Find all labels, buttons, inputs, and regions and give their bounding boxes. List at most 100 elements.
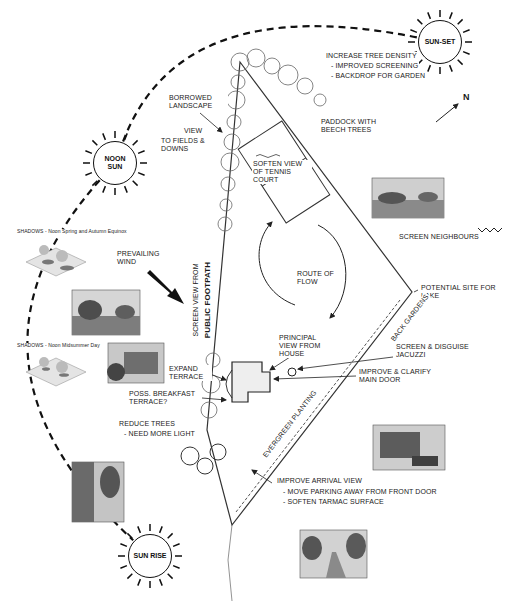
- leader-line: [200, 113, 222, 132]
- photo: [373, 425, 445, 470]
- annotation-label: SCREEN & DISGUISE JACUZZI: [395, 343, 472, 359]
- tennis-court: [238, 121, 330, 223]
- shadow: [60, 266, 74, 271]
- shadow-tree: [39, 245, 49, 255]
- annotation-label: PREVAILING WIND: [116, 250, 170, 266]
- shadow-sketch: [26, 357, 86, 386]
- sun-label: SUN-SET: [422, 38, 458, 46]
- shadow: [42, 367, 50, 371]
- annotation-label: BORROWED LANDSCAPE: [168, 94, 228, 110]
- annotation-label: POTENTIAL SITE FOR LAKE: [420, 284, 514, 300]
- photo-frame: [72, 462, 124, 522]
- tree: [221, 177, 235, 191]
- photo-ground: [72, 316, 140, 335]
- annotation-label: PADDOCK WITH BEECH TREES: [320, 118, 384, 134]
- tree: [247, 49, 265, 67]
- leader-line: [270, 357, 290, 370]
- sun-rays: [118, 524, 182, 588]
- tree: [201, 402, 217, 418]
- photo-ground: [372, 200, 444, 218]
- photo-house: [380, 432, 420, 458]
- photo-frame: [72, 290, 140, 335]
- driveway: [228, 525, 232, 601]
- annotation-label: - IMPROVED SCREENING: [330, 62, 419, 70]
- tree: [264, 58, 280, 74]
- soften-wave: [256, 155, 280, 158]
- tree: [210, 444, 226, 460]
- annotation-label: - BACKDROP FOR GARDEN: [330, 72, 426, 80]
- screen-zigzag: [478, 228, 502, 232]
- tree: [220, 199, 232, 211]
- tree: [231, 53, 249, 71]
- photo: [72, 290, 140, 335]
- tree: [181, 447, 199, 465]
- shadow-sketch: [26, 245, 86, 276]
- annotation-label: TO FIELDS & DOWNS: [160, 137, 214, 153]
- photo-trees: [107, 363, 125, 381]
- tree: [221, 153, 239, 171]
- photo-trees: [302, 536, 322, 560]
- shadow: [42, 260, 54, 265]
- photo-frame: [373, 425, 445, 470]
- sun-label: NOON SUN: [97, 155, 133, 170]
- photo-trees: [378, 192, 406, 204]
- sun-rays: [83, 131, 147, 195]
- annotation-label: SCREEN NEIGHBOURS: [398, 233, 480, 241]
- annotation-label: IMPROVE & CLARIFY MAIN DOOR: [358, 368, 438, 384]
- annotation-label: SHADOWS - Noon Midsummer Day: [16, 343, 101, 349]
- wind-arrow: [147, 270, 184, 304]
- annotation-label: BACK GARDENS: [389, 292, 431, 343]
- annotation-label: INCREASE TREE DENSITY: [325, 52, 418, 60]
- annotation-label: SCREEN VIEW FROM: [192, 262, 200, 337]
- leader-line: [252, 470, 272, 483]
- court-outline: [238, 121, 330, 223]
- photo-trees: [418, 192, 438, 202]
- tree: [278, 65, 298, 85]
- shadow-tree: [56, 250, 68, 262]
- annotation-label: PUBLIC FOOTPATH: [203, 261, 212, 339]
- terrace: [226, 370, 232, 398]
- sun-label: SUN RISE: [132, 552, 168, 560]
- annotation-label: SHADOWS - Noon Spring and Autumn Equinox: [16, 229, 138, 235]
- tree: [297, 78, 313, 94]
- sun-circle: SUN-SET: [418, 20, 462, 64]
- leader-line: [274, 376, 356, 379]
- annotation-label: SOFTEN VIEW OF TENNIS COURT: [252, 160, 312, 184]
- photo-car: [412, 456, 438, 466]
- tree: [224, 134, 240, 150]
- sun-circle: NOON SUN: [93, 141, 137, 185]
- photo: [107, 343, 164, 383]
- sun-circle: SUN RISE: [128, 534, 172, 578]
- shadow: [59, 373, 69, 377]
- annotation-label: REDUCE TREES: [118, 420, 176, 428]
- photo: [72, 462, 124, 522]
- photo-frame: [108, 343, 164, 383]
- flow-arrow: [259, 222, 295, 305]
- annotation-label: - MOVE PARKING AWAY FROM FRONT DOOR: [282, 488, 438, 496]
- tree: [197, 458, 213, 474]
- annotation-label: IMPROVE ARRIVAL VIEW: [276, 477, 363, 485]
- leader-line: [202, 398, 226, 400]
- photo-frame: [300, 530, 367, 578]
- photo-frame: [372, 178, 444, 218]
- photo-trees: [346, 533, 366, 559]
- tree: [218, 217, 232, 231]
- photo-trees: [115, 305, 135, 319]
- tree: [314, 94, 326, 106]
- annotation-label: - NEED MORE LIGHT: [123, 430, 196, 438]
- tree: [231, 75, 245, 89]
- photo-wall: [72, 462, 94, 522]
- north-label: N: [462, 92, 471, 102]
- jacuzzi: [288, 368, 296, 376]
- north-arrow: [436, 104, 458, 122]
- annotation-label: EXPAND TERRACE: [168, 365, 212, 381]
- photo-trees: [78, 300, 102, 320]
- evergreen-strip: [236, 300, 400, 512]
- sun-path: [123, 26, 417, 141]
- photo-house: [124, 352, 158, 374]
- photo-road: [326, 552, 346, 578]
- photo: [300, 530, 367, 578]
- shadow-ground: [26, 248, 86, 276]
